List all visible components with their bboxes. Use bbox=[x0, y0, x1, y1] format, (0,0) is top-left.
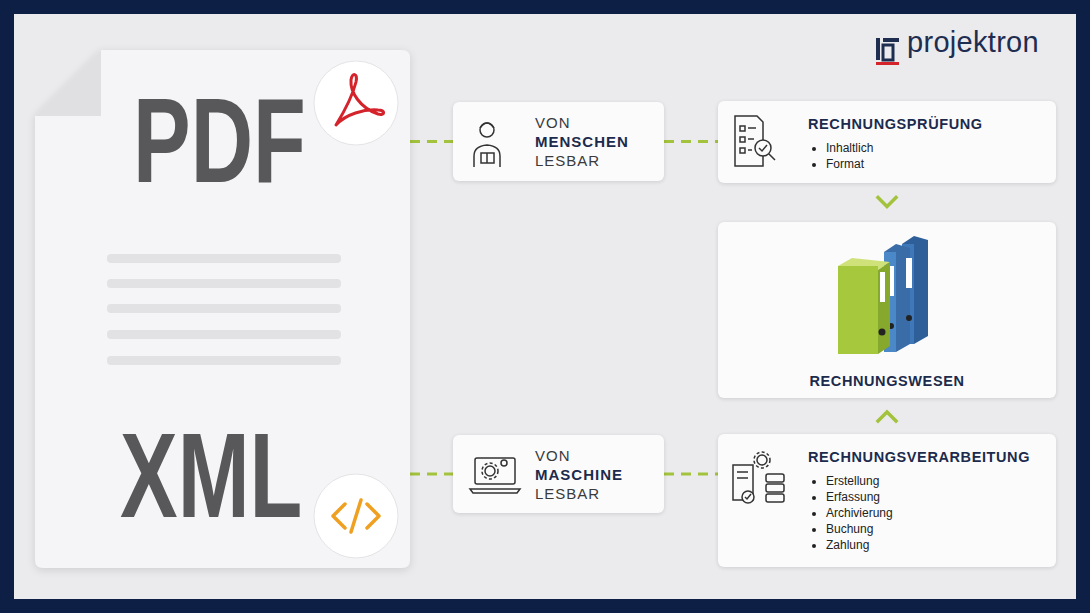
chevron-arrow bbox=[878, 412, 896, 421]
document-shape: PDF XML bbox=[35, 50, 410, 568]
process-box: RECHNUNGSPRÜFUNG InhaltlichFormat bbox=[718, 101, 1056, 183]
node-text: LESBAR bbox=[535, 151, 664, 170]
node-text: LESBAR bbox=[535, 484, 664, 503]
chevron-arrow bbox=[878, 198, 896, 207]
code-badge bbox=[314, 474, 398, 558]
connector bbox=[664, 474, 718, 475]
readable-box: VONMENSCHENLESBAR bbox=[453, 102, 664, 181]
node-text: Erstellung bbox=[808, 473, 1056, 489]
dashed-line bbox=[664, 473, 718, 476]
node-text: Buchung bbox=[808, 521, 1056, 537]
pdf-badge bbox=[314, 61, 398, 145]
node-heading: RECHNUNGSVERARBEITUNG bbox=[808, 448, 1056, 466]
brand-logo: projektron bbox=[907, 26, 1039, 59]
node-text: Archivierung bbox=[808, 505, 1056, 521]
dashed-line bbox=[410, 140, 453, 143]
node-text: Inhaltlich bbox=[808, 140, 1056, 156]
logo-mark bbox=[876, 38, 899, 65]
node-text: Format bbox=[808, 156, 1056, 172]
process-icon bbox=[733, 452, 784, 503]
node-text: Zahlung bbox=[808, 537, 1056, 553]
connector bbox=[878, 412, 896, 421]
checklist-icon bbox=[735, 116, 775, 166]
connector bbox=[664, 141, 718, 142]
node-text: XML bbox=[120, 415, 329, 535]
accounting-box: RECHNUNGSWESEN bbox=[718, 222, 1056, 398]
node-text: MENSCHEN bbox=[535, 132, 664, 151]
text-lines bbox=[107, 254, 341, 365]
process-box: RECHNUNGSVERARBEITUNG ErstellungErfassung… bbox=[718, 434, 1056, 567]
node-heading: VON bbox=[535, 446, 664, 465]
person-icon bbox=[474, 123, 500, 167]
node-heading: RECHNUNGSPRÜFUNG bbox=[808, 115, 1056, 133]
node-heading: VON bbox=[535, 113, 664, 132]
node-heading: RECHNUNGSWESEN bbox=[718, 372, 1056, 390]
node-text: MASCHINE bbox=[535, 465, 664, 484]
laptop-icon bbox=[470, 458, 520, 493]
dashed-line bbox=[664, 140, 718, 143]
connector bbox=[410, 474, 453, 475]
dashed-line bbox=[410, 473, 453, 476]
node-heading: PDF bbox=[133, 80, 332, 200]
node-text: Erfassung bbox=[808, 489, 1056, 505]
connector bbox=[410, 141, 453, 142]
binders-illustration bbox=[838, 236, 928, 354]
readable-box: VONMASCHINELESBAR bbox=[453, 435, 664, 513]
connector bbox=[878, 198, 896, 207]
